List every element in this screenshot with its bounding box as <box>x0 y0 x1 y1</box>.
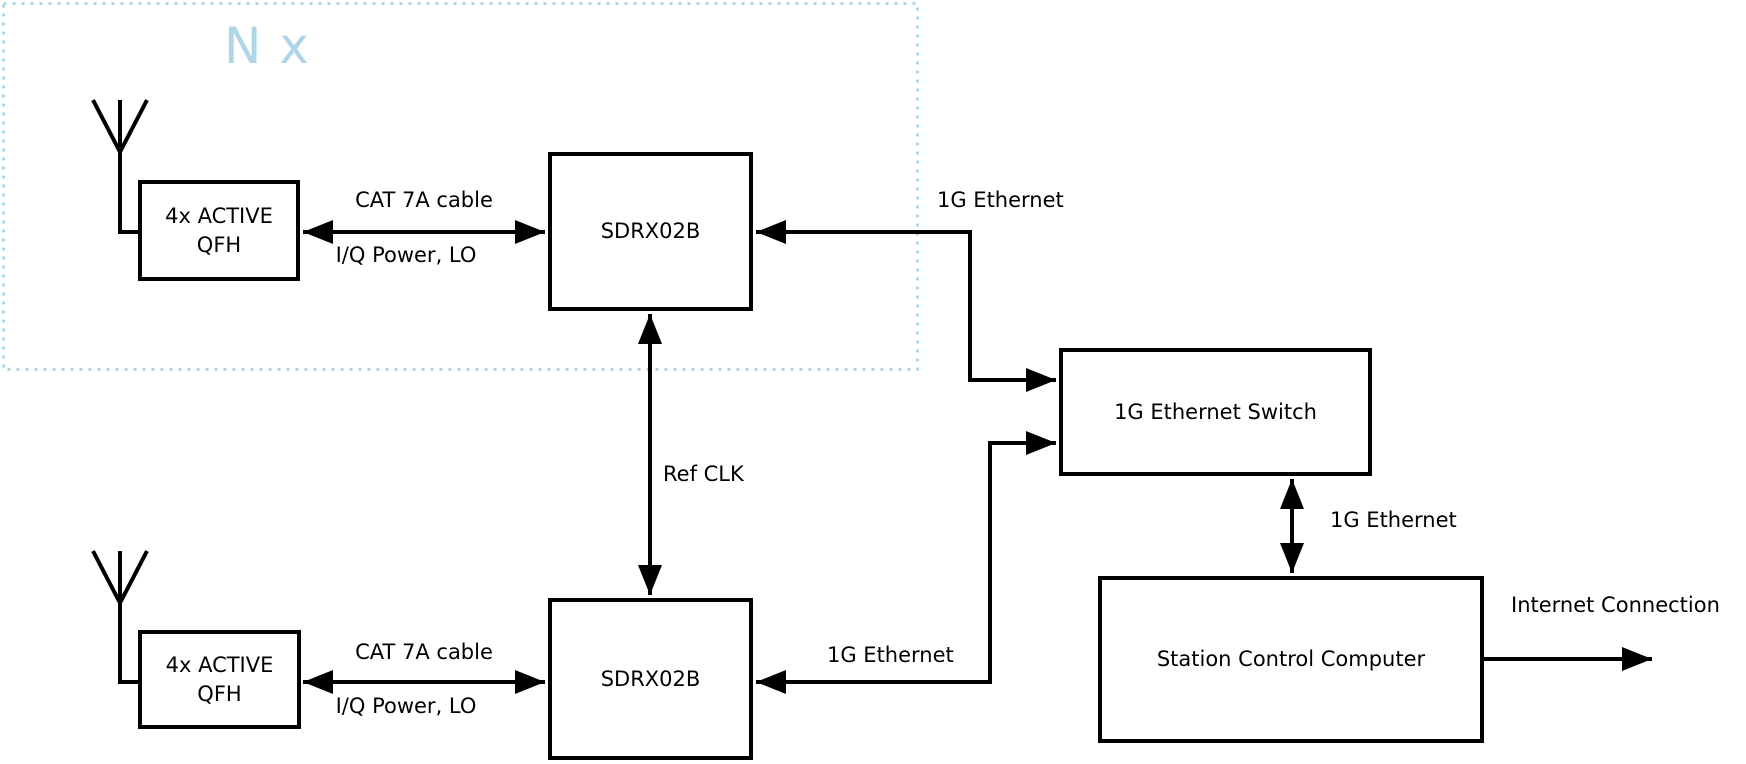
ethernet-top-label: 1G Ethernet <box>937 188 1064 212</box>
cat7a-top-label: CAT 7A cable <box>355 188 493 212</box>
replica-frame-border <box>2 2 919 371</box>
sdrx-bottom-box: SDRX02B <box>548 598 753 760</box>
qfh-bottom-label-line2: QFH <box>197 681 242 706</box>
ethernet-switch-box: 1G Ethernet Switch <box>1059 348 1372 476</box>
antenna-top-icon <box>91 99 149 234</box>
iq-power-lo-bottom-label: I/Q Power, LO <box>335 694 477 718</box>
ethernet-top-connector <box>756 220 1056 392</box>
qfh-bottom-label-line1: 4x ACTIVE <box>165 652 274 677</box>
iq-power-lo-top-label: I/Q Power, LO <box>335 243 477 267</box>
ethernet-bottom-connector <box>756 431 1056 694</box>
ethernet-bottom-label: 1G Ethernet <box>827 643 954 667</box>
switch-computer-ethernet-label: 1G Ethernet <box>1330 508 1457 532</box>
internet-connection-label: Internet Connection <box>1511 593 1720 617</box>
ref-clk-label: Ref CLK <box>663 462 744 486</box>
ethernet-switch-label: 1G Ethernet Switch <box>1114 399 1317 424</box>
sdrx-top-box: SDRX02B <box>548 152 753 311</box>
station-control-computer-label: Station Control Computer <box>1156 647 1426 671</box>
sdrx-top-label: SDRX02B <box>600 219 701 243</box>
qfh-top-label-line2: QFH <box>196 232 242 257</box>
antenna-bottom-icon <box>91 550 149 684</box>
cat7a-bottom-label: CAT 7A cable <box>355 640 493 664</box>
sdrx-bottom-label: SDRX02B <box>600 666 701 691</box>
qfh-top-box: 4x ACTIVE QFH <box>138 180 300 281</box>
qfh-bottom-box: 4x ACTIVE QFH <box>138 630 301 729</box>
qfh-top-label-line1: 4x ACTIVE <box>165 203 273 228</box>
replica-count-label: N x <box>224 17 310 75</box>
station-control-computer-box: Station Control Computer <box>1098 576 1484 743</box>
